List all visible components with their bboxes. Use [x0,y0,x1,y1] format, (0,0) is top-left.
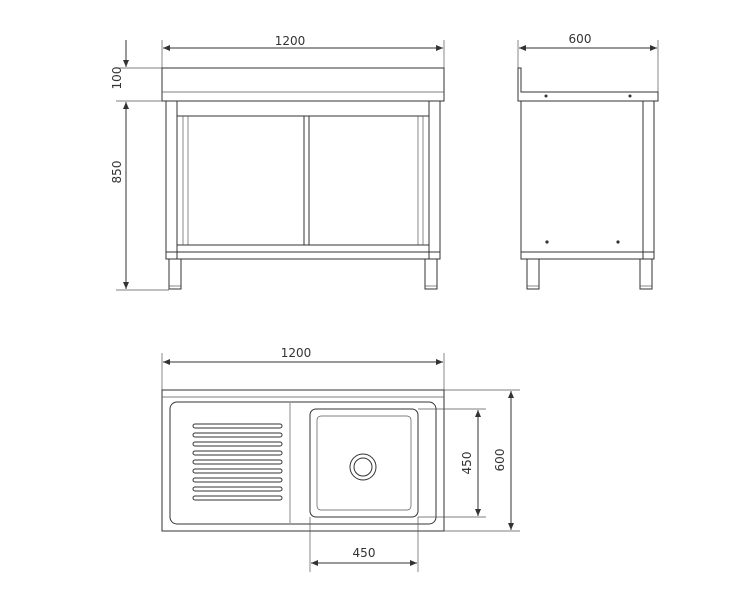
top-view: 1200 [161,346,520,572]
side-view: 600 [517,32,659,290]
front-view: 1200 [110,34,445,291]
total-depth-label: 600 [493,449,507,472]
side-depth-label: 600 [569,32,592,46]
front-height-dimensions: 100 850 [110,40,169,291]
side-legs [526,258,653,290]
bowl-width-dimension: 450 [309,517,419,572]
front-body-height-label: 850 [110,161,124,184]
side-worktop [517,67,659,102]
bowl-width-label: 450 [353,546,376,560]
front-cabinet-body [165,100,441,260]
side-depth-dimension: 600 [517,32,659,92]
top-drainboard-recess [169,401,437,525]
front-width-dimension: 1200 [161,34,445,68]
drain-grooves [192,423,283,501]
top-worktop-outline [161,389,445,532]
front-worktop [161,67,445,102]
front-width-label: 1200 [275,34,306,48]
sink-bowl [309,408,419,518]
top-depth-dimensions: 450 600 [418,389,520,532]
front-top-height-label: 100 [110,67,124,90]
side-cabinet-body [520,100,655,260]
top-width-dimension: 1200 [161,346,445,390]
front-legs [168,258,438,290]
bowl-depth-label: 450 [460,452,474,475]
top-width-label: 1200 [281,346,312,360]
